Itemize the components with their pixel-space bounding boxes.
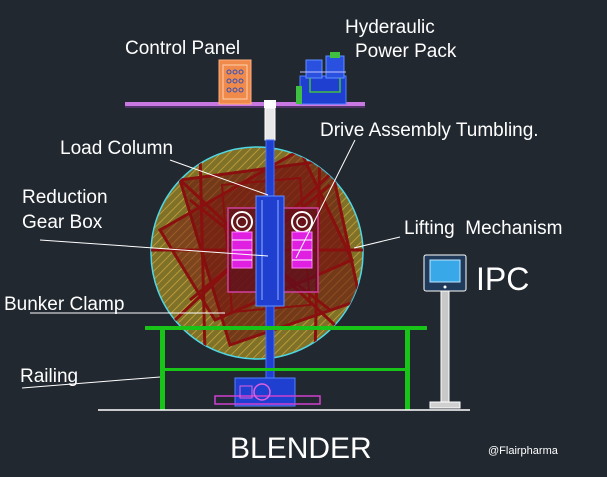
right-motor xyxy=(291,211,313,269)
label-reduction-line1: Reduction xyxy=(22,187,108,208)
label-power-pack-line1: Hyderaulic xyxy=(345,17,435,38)
base-drive xyxy=(214,377,321,407)
watermark: @Flairpharma xyxy=(488,445,559,457)
label-power-pack-line2: Power Pack xyxy=(355,41,457,62)
label-reduction-line2: Gear Box xyxy=(22,212,103,233)
ipc-unit xyxy=(423,254,467,409)
label-lifting-mechanism: Lifting Mechanism xyxy=(404,218,562,239)
label-load-column: Load Column xyxy=(60,138,173,159)
diagram-title: BLENDER xyxy=(230,432,372,465)
railing xyxy=(145,326,427,410)
label-railing: Railing xyxy=(20,366,78,387)
label-control-panel: Control Panel xyxy=(125,38,240,59)
label-drive-assembly: Drive Assembly Tumbling. xyxy=(320,120,539,141)
leader-lines xyxy=(21,139,401,389)
power-pack-unit xyxy=(296,52,347,105)
left-motor xyxy=(231,211,253,269)
label-bunker-clamp: Bunker Clamp xyxy=(4,294,124,315)
load-column-unit xyxy=(255,100,285,401)
control-panel-unit xyxy=(218,59,252,105)
label-ipc: IPC xyxy=(476,261,529,297)
